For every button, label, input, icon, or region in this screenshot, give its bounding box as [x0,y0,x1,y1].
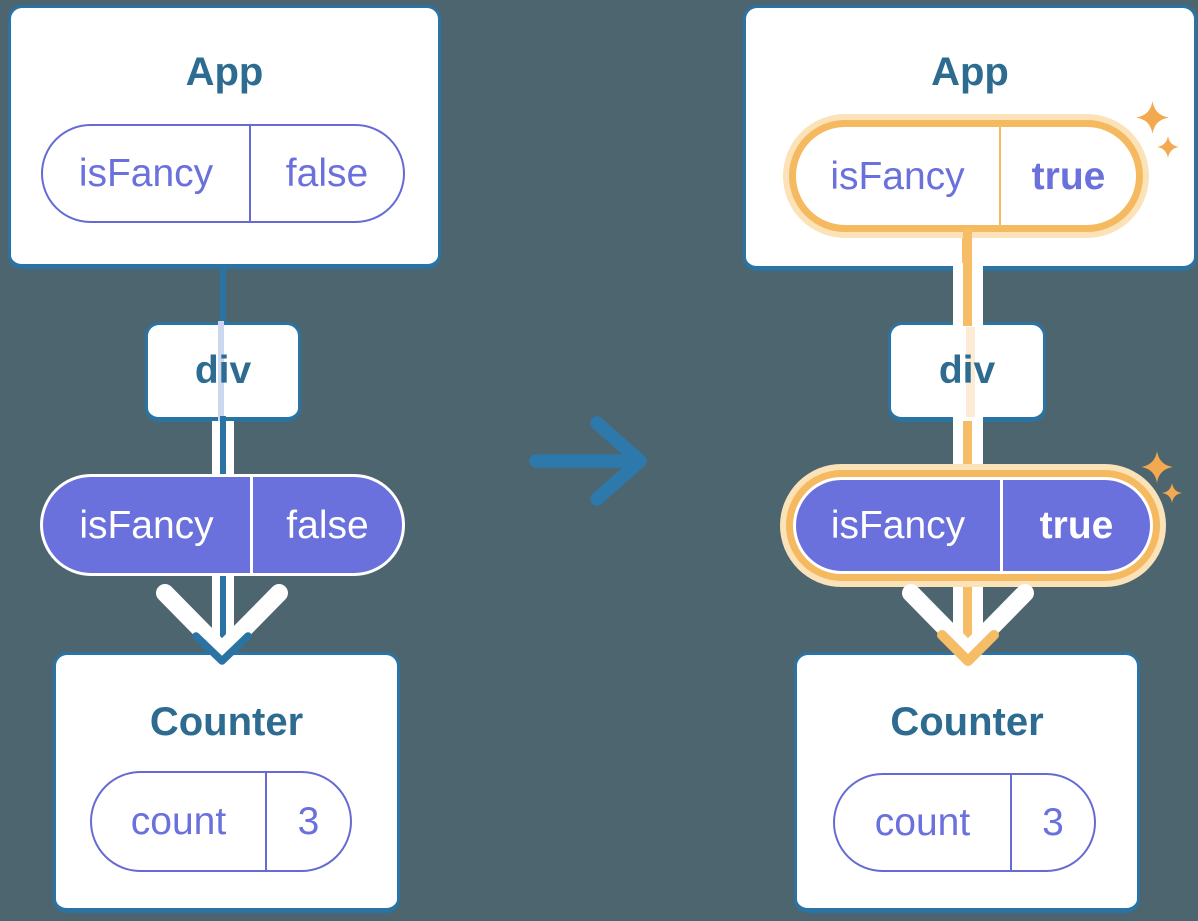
state-pill: isFancy false [41,124,405,223]
prop-pill-highlighted: isFancy true [793,477,1153,574]
state-line [220,266,226,326]
app-card: App isFancy false [8,5,441,269]
arrowhead-icon [192,632,252,665]
state-name: isFancy [43,126,251,221]
arrowhead-icon [937,630,999,666]
state-name: count [835,775,1012,870]
state-line-faded [966,321,975,421]
div-card: div [145,321,301,422]
state-pill: count 3 [90,771,352,872]
prop-value: false [286,503,369,547]
component-title: App [185,50,264,94]
sparkle-icon [1141,451,1173,483]
state-line-faded [218,321,224,421]
sparkle-icon [1136,101,1169,134]
state-pill-highlighted: isFancy true [789,120,1143,232]
component-title: Counter [149,700,304,744]
state-value: 3 [297,800,320,843]
prop-name: isFancy [43,477,253,573]
down-arrow-icon [902,584,1034,660]
state-name: isFancy [796,127,1001,225]
div-label: div [194,349,252,392]
div-label: div [938,349,996,392]
state-line-highlighted [963,228,972,326]
prop-value: true [1039,504,1114,547]
right-arrow-icon [529,416,647,506]
state-name: count [92,773,267,870]
down-arrow-icon [156,584,288,660]
counter-card: Counter count 3 [53,652,400,913]
state-value: true [1031,154,1106,198]
component-title: Counter [890,700,1044,744]
app-card: App isFancy true [743,5,1197,271]
component-title: App [931,50,1009,94]
state-value: 3 [1042,801,1064,844]
prop-pill: isFancy false [40,474,405,576]
div-card: div [888,321,1046,422]
state-value: false [285,152,369,195]
counter-card: Counter count 3 [794,652,1140,913]
sparkle-icon [1162,483,1182,503]
prop-name: isFancy [796,480,1003,571]
sparkle-icon [1157,136,1179,158]
state-pill: count 3 [833,773,1096,872]
